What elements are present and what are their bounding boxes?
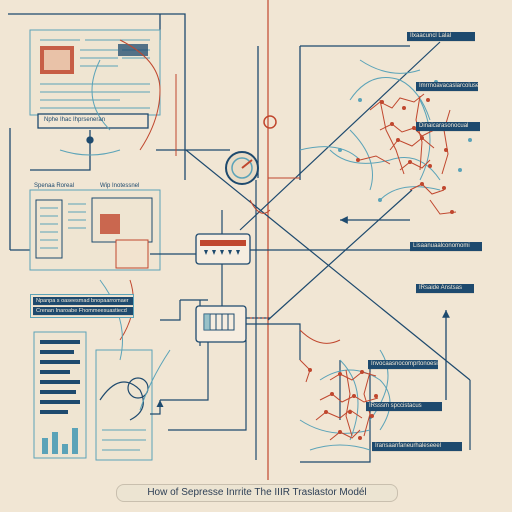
- left-flow-lines: [150, 149, 230, 415]
- process-box-bottom: [195, 305, 247, 343]
- left-teal-flow: [59, 59, 171, 411]
- process-box-top: [195, 233, 251, 265]
- red-accent-lines: [249, 177, 341, 344]
- label-right-4: Lisaanuaalconomomi: [410, 242, 482, 251]
- label-right-3: Dinaicarasonocual: [416, 122, 480, 131]
- label-right-6: Invocaasnocomprtonoesie: [368, 360, 438, 369]
- gauge-icon: [225, 151, 259, 185]
- network-cluster-bottom: [299, 349, 391, 451]
- top-connector-lines: [8, 13, 410, 180]
- right-frame-lines: [300, 360, 471, 463]
- panel-2-title-a: Spenaa Roreal: [34, 183, 75, 189]
- label-right-5: IRsaide Anstsas: [416, 284, 474, 293]
- label-right-7: IRsssm spccistacus: [366, 402, 442, 411]
- panel-3-line-1: Npanpa s oaseesmad bnopaarromaer: [33, 297, 133, 305]
- center-connector-lines: [150, 210, 410, 431]
- panel-3-line-2: Crenan Inaroabe Fhommeesuastiecd: [33, 307, 133, 315]
- document-panel-3: Npanpa s oaseesmad bnopaarromaer Crenan …: [30, 294, 134, 318]
- diagonal-lines: [185, 41, 471, 460]
- label-right-8: Iransaanfaneurhaleseeel: [372, 442, 462, 451]
- panel-1-caption: Nphe Ihac Ihprseneran: [44, 117, 106, 123]
- diagram-caption: How of Sepresse Inrrite The IIIR Traslas…: [116, 484, 398, 502]
- document-panel-4: [33, 331, 153, 461]
- document-panel-2: [29, 189, 161, 271]
- panel-2-title-b: Wip Inotessnel: [100, 183, 140, 189]
- label-right-2: Imrrnoavacaslarcoluset: [416, 82, 478, 91]
- center-node-circle: [263, 115, 277, 129]
- document-panel-1: [29, 29, 161, 116]
- panel-1-stand: [9, 113, 149, 251]
- label-top-right: Ilxaacuncl Lalal: [407, 32, 475, 41]
